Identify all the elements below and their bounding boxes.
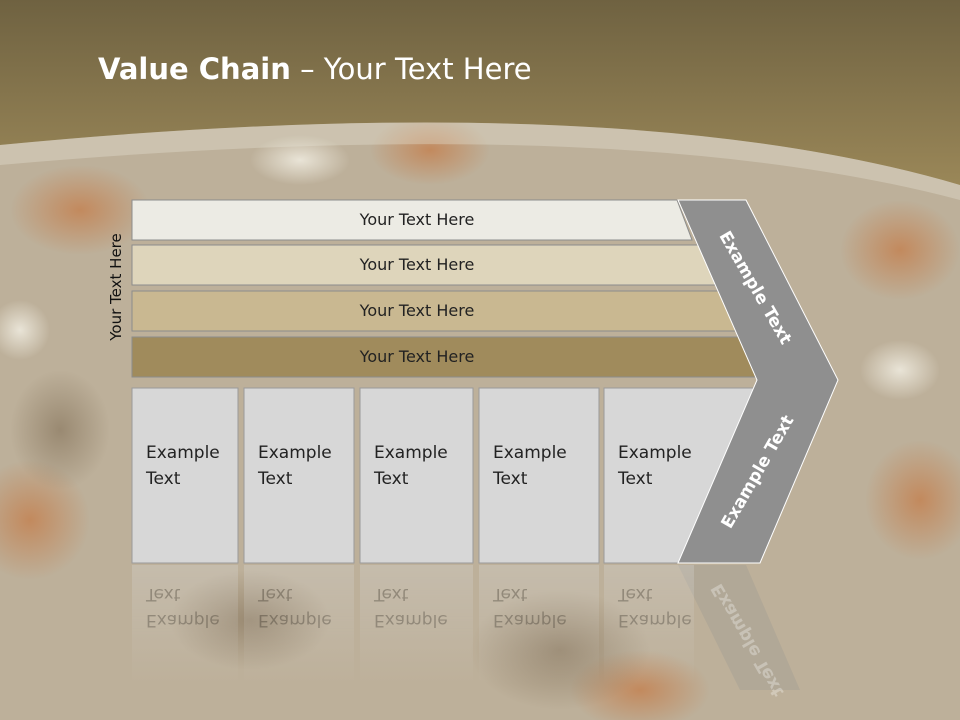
row-2-label: Your Text Here — [359, 255, 475, 274]
slide-title: Value Chain – Your Text Here — [98, 52, 532, 86]
box-1-shape — [131, 387, 239, 564]
row-4: Your Text Here — [131, 336, 764, 378]
row-4-label: Your Text Here — [359, 347, 475, 366]
row-1-label: Your Text Here — [359, 210, 475, 229]
row-2: Your Text Here — [131, 244, 717, 286]
box-4-shape — [478, 387, 600, 564]
box-2-shape — [243, 387, 355, 564]
row-3-label: Your Text Here — [359, 301, 475, 320]
row-1: Your Text Here — [131, 199, 693, 241]
box-3-shape — [359, 387, 474, 564]
side-label-text: Your Text Here — [107, 233, 125, 341]
title-bold: Value Chain — [98, 52, 291, 86]
row-3: Your Text Here — [131, 290, 740, 332]
title-rest: – Your Text Here — [290, 52, 532, 86]
